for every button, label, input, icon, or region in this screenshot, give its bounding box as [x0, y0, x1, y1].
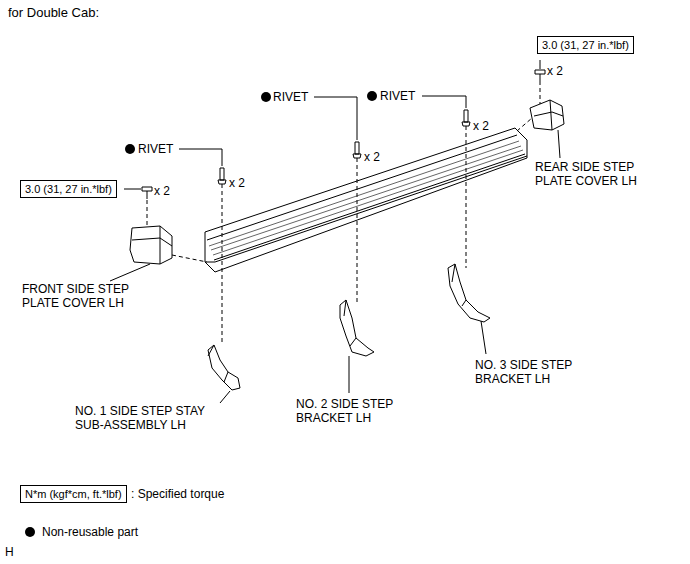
part-label: RIVET	[138, 142, 173, 156]
part-label: RIVET	[273, 90, 308, 104]
quantity: x 2	[364, 150, 380, 164]
part-label: REAR SIDE STEP PLATE COVER LH	[535, 160, 650, 188]
legend-text: Non-reusable part	[42, 525, 138, 539]
part-label: NO. 3 SIDE STEP BRACKET LH	[475, 358, 587, 386]
torque-box: 3.0 (31, 27 in.*lbf)	[20, 180, 117, 198]
quantity: x 2	[547, 64, 563, 78]
torque-box: 3.0 (31, 27 in.*lbf)	[537, 36, 634, 54]
quantity: x 2	[229, 176, 245, 190]
torque-value: 3.0 (31, 27 in.*lbf)	[25, 183, 112, 195]
quantity: x 2	[154, 184, 170, 198]
figure-code: H	[5, 545, 14, 559]
part-label: NO. 2 SIDE STEP BRACKET LH	[296, 397, 408, 425]
torque-value: N*m (kgf*cm, ft.*lbf)	[25, 488, 122, 500]
torque-value: 3.0 (31, 27 in.*lbf)	[542, 39, 629, 51]
part-label: RIVET	[380, 89, 415, 103]
part-label: NO. 1 SIDE STEP STAY SUB-ASSEMBLY LH	[75, 404, 230, 432]
legend-text: : Specified torque	[131, 487, 224, 501]
torque-box: N*m (kgf*cm, ft.*lbf)	[20, 485, 127, 503]
quantity: x 2	[473, 119, 489, 133]
diagram-title: for Double Cab:	[8, 6, 99, 20]
part-label: FRONT SIDE STEP PLATE COVER LH	[22, 282, 144, 310]
